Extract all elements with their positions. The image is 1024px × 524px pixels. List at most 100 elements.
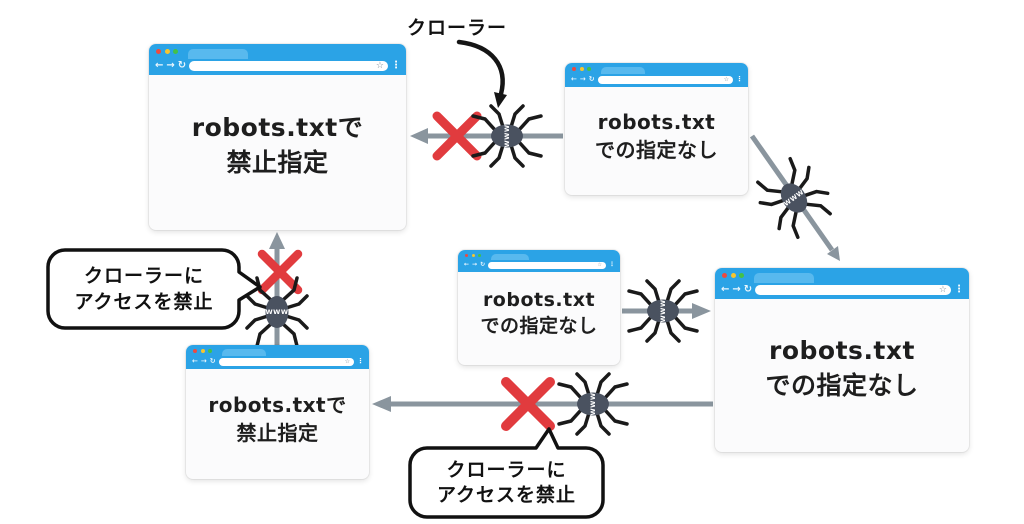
- url-bar: ☆: [597, 75, 733, 84]
- forward-icon: →: [472, 261, 478, 268]
- browser-titlebar-top-row: [565, 63, 748, 74]
- speech-bubble-line1: クローラーに: [446, 458, 567, 481]
- window-dot-green-icon: [208, 348, 212, 353]
- window-dot-red-icon: [722, 273, 727, 278]
- window-text-line2: 禁止指定: [226, 147, 329, 177]
- url-bar: ☆: [218, 357, 354, 366]
- window-text-line2: 禁止指定: [236, 421, 319, 445]
- window-dot-green-icon: [173, 49, 178, 54]
- reload-icon: ↻: [588, 75, 595, 83]
- arrow-topright-to-topleft: [410, 128, 563, 144]
- menu-dots-icon: ⋮: [736, 75, 743, 83]
- crawler-spider-center-icon: [627, 279, 699, 343]
- browser-titlebar: ← → ↻ ☆ ⋮: [715, 268, 969, 299]
- bookmark-star-icon: ☆: [344, 357, 350, 365]
- browser-navbar: ← → ↻ ☆ ⋮: [715, 283, 969, 299]
- arrow-center-to-bottomright: [622, 303, 711, 319]
- browser-titlebar: ← → ↻ ☆ ⋮: [149, 44, 406, 75]
- browser-navbar: ← → ↻ ☆ ⋮: [458, 260, 620, 272]
- browser-tab: [753, 273, 814, 283]
- window-text-line1: robots.txtで: [191, 112, 364, 142]
- crawler-label: クローラー: [406, 17, 507, 39]
- window-text: robots.txtで 禁止指定: [186, 367, 369, 479]
- window-dot-green-icon: [478, 253, 481, 257]
- window-text: robots.txt での指定なし: [458, 270, 620, 365]
- browser-window-center: ← → ↻ ☆ ⋮ robots.txt での指定なし: [458, 250, 620, 365]
- forward-icon: →: [166, 60, 175, 71]
- browser-navbar: ← → ↻ ☆ ⋮: [565, 74, 748, 87]
- menu-dots-icon: ⋮: [357, 357, 364, 365]
- browser-titlebar: ← → ↻ ☆ ⋮: [458, 250, 620, 272]
- window-text-line2: での指定なし: [765, 370, 919, 400]
- back-icon: ←: [464, 261, 470, 268]
- arrow-topright-to-bottomright: [749, 134, 840, 261]
- url-bar: ☆: [755, 285, 951, 295]
- speech-bubble-bottom: クローラーに アクセスを禁止: [410, 448, 603, 517]
- window-dot-yellow-icon: [164, 49, 170, 54]
- window-dot-green-icon: [739, 273, 744, 278]
- back-icon: ←: [192, 357, 198, 365]
- window-dot-yellow-icon: [471, 253, 475, 257]
- browser-window-bottom-left: ← → ↻ ☆ ⋮ robots.txtで 禁止指定: [186, 345, 369, 479]
- browser-titlebar: ← → ↻ ☆ ⋮: [565, 63, 748, 87]
- window-text: robots.txt での指定なし: [565, 85, 748, 195]
- speech-bubble-line2: アクセスを禁止: [436, 483, 577, 506]
- reload-icon: ↻: [177, 60, 187, 71]
- crawler-spider-bottom-icon: [557, 372, 629, 436]
- reload-icon: ↻: [743, 284, 753, 295]
- blocked-cross-top-icon: [432, 111, 482, 161]
- browser-window-top-right: ← → ↻ ☆ ⋮ robots.txt での指定なし: [565, 63, 748, 195]
- browser-window-bottom-right: ← → ↻ ☆ ⋮ robots.txt での指定なし: [715, 268, 969, 452]
- window-dot-red-icon: [193, 348, 197, 353]
- crawler-pointer-arrow: [456, 39, 507, 108]
- crawler-spider-top-icon: [471, 104, 543, 168]
- menu-dots-icon: ⋮: [609, 261, 615, 268]
- arrow-bottomright-to-bottomleft: [372, 396, 713, 412]
- speech-bubble-left: クローラーに アクセスを禁止: [48, 250, 240, 328]
- blocked-cross-bottom-icon: [501, 377, 555, 431]
- back-icon: ←: [155, 60, 164, 71]
- window-dot-yellow-icon: [730, 273, 736, 278]
- window-dot-yellow-icon: [579, 66, 584, 71]
- menu-dots-icon: ⋮: [954, 284, 964, 295]
- menu-dots-icon: ⋮: [391, 60, 401, 71]
- bookmark-star-icon: ☆: [938, 284, 947, 295]
- arrow-bottomleft-to-topleft: [269, 232, 285, 345]
- forward-icon: →: [579, 75, 586, 83]
- window-text-line2: での指定なし: [480, 314, 598, 337]
- bookmark-star-icon: ☆: [723, 75, 729, 83]
- url-bar: ☆: [488, 261, 606, 269]
- bookmark-star-icon: ☆: [375, 60, 384, 71]
- browser-titlebar: ← → ↻ ☆ ⋮: [186, 345, 369, 369]
- back-icon: ←: [571, 75, 577, 83]
- reload-icon: ↻: [209, 357, 216, 365]
- blocked-cross-left-icon: [257, 249, 303, 295]
- browser-navbar: ← → ↻ ☆ ⋮: [149, 59, 406, 75]
- window-text-line2: での指定なし: [595, 138, 718, 162]
- window-text-line1: robots.txtで: [208, 393, 347, 417]
- crawler-spider-diagonal-icon: [747, 151, 841, 245]
- window-dot-green-icon: [587, 66, 591, 71]
- window-text-line1: robots.txt: [482, 288, 596, 311]
- browser-tab: [490, 254, 529, 260]
- back-icon: ←: [721, 284, 730, 295]
- window-text: robots.txtで 禁止指定: [149, 73, 406, 230]
- url-bar: ☆: [189, 61, 388, 71]
- browser-titlebar-top-row: [186, 345, 369, 356]
- forward-icon: →: [200, 357, 207, 365]
- browser-tab: [221, 349, 266, 356]
- window-text: robots.txt での指定なし: [715, 297, 969, 452]
- window-dot-red-icon: [572, 66, 576, 71]
- window-dot-yellow-icon: [200, 348, 205, 353]
- crawler-spider-left-icon: [245, 276, 309, 348]
- window-text-line1: robots.txt: [769, 335, 915, 365]
- reload-icon: ↻: [480, 261, 486, 268]
- forward-icon: →: [732, 284, 741, 295]
- browser-tab: [187, 49, 248, 59]
- browser-tab: [600, 67, 645, 74]
- browser-titlebar-top-row: [458, 250, 620, 260]
- browser-titlebar-top-row: [715, 268, 969, 283]
- browser-window-top-left: ← → ↻ ☆ ⋮ robots.txtで 禁止指定: [149, 44, 406, 230]
- browser-titlebar-top-row: [149, 44, 406, 59]
